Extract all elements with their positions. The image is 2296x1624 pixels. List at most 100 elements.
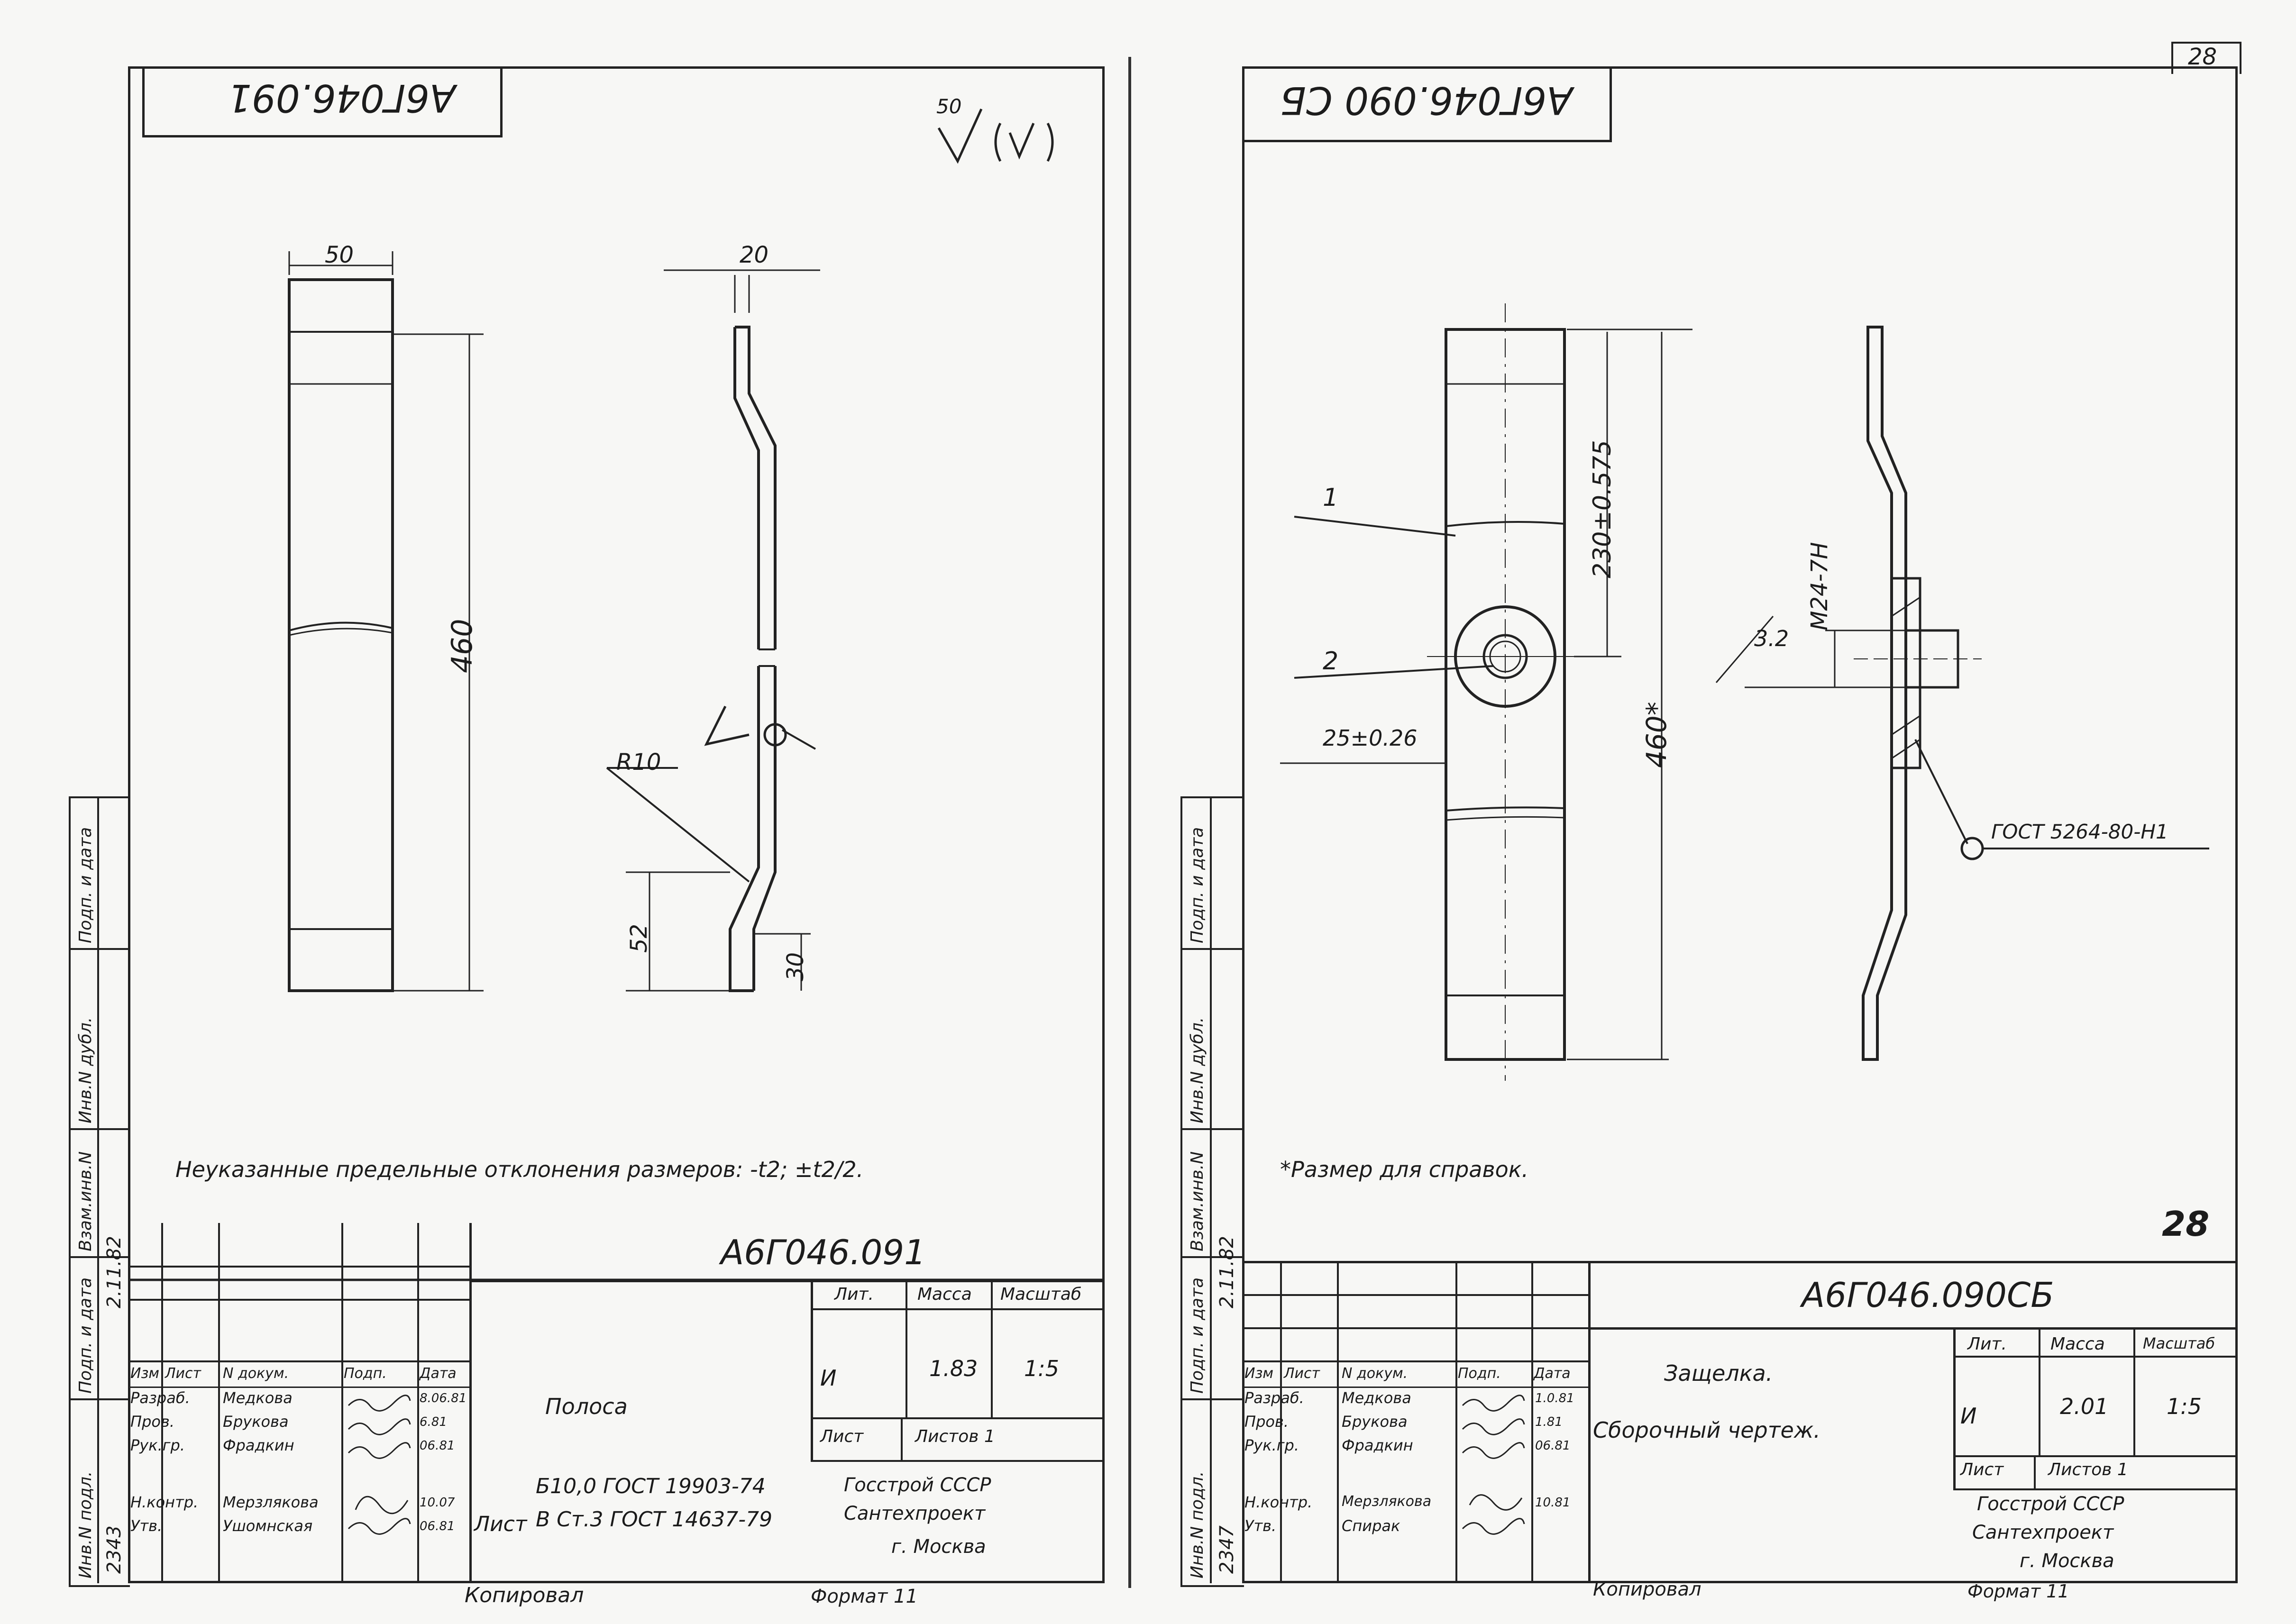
left-roughness-value: 50 (936, 95, 962, 118)
right-dim-460: 460* (1640, 702, 1673, 768)
left-dim-30: 30 (782, 952, 809, 981)
left-tb-sheets: Листов 1 (915, 1427, 995, 1446)
right-top-code-box (1242, 66, 1612, 142)
right-weld-spec: ГОСТ 5264-80-Н1 (1991, 820, 2168, 843)
left-tb-r2-date: 6.81 (420, 1415, 447, 1429)
right-tb-r5-role: Н.контр. (1244, 1493, 1313, 1511)
right-tb-org1: Госстрой СССР (1977, 1493, 2124, 1515)
left-tb-r6-date: 06.81 (420, 1519, 455, 1533)
left-strip-label-4: Инв.N дубл. (76, 1017, 95, 1123)
right-copied: Копировал (1593, 1578, 1701, 1600)
right-tb-head-lit: Лит. (1967, 1334, 2007, 1354)
left-strip-date: 2.11.82 (103, 1236, 125, 1308)
left-roughness-mark (937, 108, 1054, 164)
left-tb-r6-role: Утв. (130, 1517, 163, 1535)
right-strip-label-1: Инв.N подл. (1188, 1471, 1207, 1578)
right-dim-offset: 3.2 (1754, 626, 1789, 651)
left-tb-head-lit: Лит. (834, 1285, 874, 1304)
right-dim-width: 25±0.26 (1323, 725, 1418, 751)
right-format: Формат 11 (1967, 1581, 2069, 1602)
left-tb-sheet: Лист (820, 1427, 864, 1446)
left-strip-label-2: Подп. и дата (76, 1277, 95, 1394)
right-tb-sheets: Листов 1 (2048, 1460, 2128, 1479)
page-number-box (2171, 42, 2241, 74)
right-frame (1242, 66, 2238, 1583)
right-tb-r6-role: Утв. (1244, 1517, 1277, 1535)
left-tb-r3-name: Фрадкин (223, 1436, 294, 1454)
left-strip-label-5: Подп. и дата (76, 827, 95, 943)
left-dim-radius: R10 (616, 749, 661, 776)
left-tb-head-scale: Масштаб (1000, 1285, 1082, 1304)
left-tb-r1-name: Медкова (223, 1389, 293, 1407)
right-strip-label-2: Подп. и дата (1188, 1277, 1207, 1394)
right-tb-signatures (1462, 1395, 1525, 1535)
right-sheet-mark: 28 (2162, 1204, 2210, 1244)
right-tb-r5-date: 10.81 (1535, 1496, 1571, 1510)
right-tb-code: А6Г046.090СБ (1802, 1275, 2054, 1315)
left-tb-h-izm: Изм (130, 1365, 160, 1382)
left-dim-width: 50 (325, 242, 354, 268)
right-tb-r3-name: Фрадкин (1342, 1436, 1413, 1454)
left-tb-code: А6Г046.091 (721, 1232, 926, 1272)
right-tb-h-sign: Подп. (1458, 1365, 1501, 1382)
left-dim-thickness: 20 (740, 242, 769, 268)
left-tb-r1-date: 8.06.81 (420, 1391, 467, 1405)
right-tb-r1-date: 1.0.81 (1535, 1391, 1574, 1405)
left-tb-r5-date: 10.07 (420, 1496, 455, 1510)
left-dim-52: 52 (626, 923, 652, 953)
right-tb-r6-name: Спирак (1342, 1517, 1400, 1535)
left-strip-inv: 2343 (103, 1525, 125, 1574)
right-tb-h-doc: N докум. (1342, 1365, 1408, 1382)
right-tb-r5-name: Мерзлякова (1342, 1493, 1432, 1510)
right-tb-r2-role: Пров. (1244, 1413, 1289, 1431)
right-tb-r3-role: Рук.гр. (1244, 1436, 1299, 1454)
right-strip-label-3: Взам.инв.N (1188, 1151, 1207, 1251)
right-tb-sheet: Лист (1960, 1460, 2004, 1479)
right-tb-name-1: Защелка. (1664, 1360, 1773, 1386)
left-tb-h-list: Лист (165, 1365, 201, 1382)
left-tb-r3-date: 06.81 (420, 1439, 455, 1453)
left-copied: Копировал (465, 1583, 584, 1607)
right-tb-h-date: Дата (1534, 1365, 1571, 1382)
right-tb-r3-date: 06.81 (1535, 1439, 1571, 1453)
left-tb-material-1: Б10,0 ГОСТ 19903-74 (536, 1474, 766, 1498)
right-dim-thread: M24-7H (1806, 542, 1833, 630)
left-tb-name: Полоса (545, 1394, 628, 1419)
right-tb-h-list: Лист (1284, 1365, 1320, 1382)
left-top-code-box (142, 66, 503, 137)
right-strip-date: 2.11.82 (1216, 1236, 1238, 1308)
left-tb-r1-role: Разраб. (130, 1389, 190, 1407)
left-tb-signatures (348, 1395, 411, 1535)
left-tb-r3-role: Рук.гр. (130, 1436, 185, 1454)
left-strip-label-3: Взам.инв.N (76, 1151, 95, 1251)
right-tb-r2-name: Брукова (1342, 1413, 1408, 1431)
sheet-divider (1128, 57, 1131, 1588)
right-tb-head-mass: Масса (2050, 1334, 2105, 1354)
right-tb-org3: г. Москва (2020, 1550, 2114, 1572)
left-tb-org1: Госстрой СССР (844, 1474, 991, 1496)
left-side-strip (69, 796, 130, 1587)
page-number: 28 (2188, 44, 2217, 70)
left-tb-r5-role: Н.контр. (130, 1493, 199, 1511)
right-dim-230: 230±0.575 (1588, 440, 1617, 578)
left-tb-head-mass: Масса (917, 1285, 972, 1304)
right-tb-r1-name: Медкова (1342, 1389, 1411, 1407)
right-tb-name-2: Сборочный чертеж. (1593, 1417, 1820, 1443)
left-tb-r2-name: Брукова (223, 1413, 289, 1431)
left-tb-h-doc: N докум. (223, 1365, 289, 1382)
right-strip-inv: 2347 (1216, 1525, 1238, 1574)
right-tb-r2-date: 1.81 (1535, 1415, 1563, 1429)
left-tb-h-date: Дата (420, 1365, 457, 1382)
right-strip-label-4: Инв.N дубл. (1188, 1017, 1207, 1123)
right-tb-mass: 2.01 (2060, 1394, 2109, 1419)
left-tb-r2-role: Пров. (130, 1413, 174, 1431)
left-drawing (128, 251, 1105, 1281)
right-tb-lit: И (1960, 1403, 1977, 1429)
right-drawing (1280, 303, 2209, 1081)
right-tb-scale: 1:5 (2167, 1394, 2202, 1419)
right-tb-org2: Сантехпроект (1972, 1522, 2114, 1543)
right-strip-label-5: Подп. и дата (1188, 827, 1207, 943)
right-tb-head-scale: Масштаб (2143, 1334, 2215, 1352)
left-dim-length: 460 (446, 619, 479, 673)
right-tb-h-izm: Изм (1244, 1365, 1274, 1382)
